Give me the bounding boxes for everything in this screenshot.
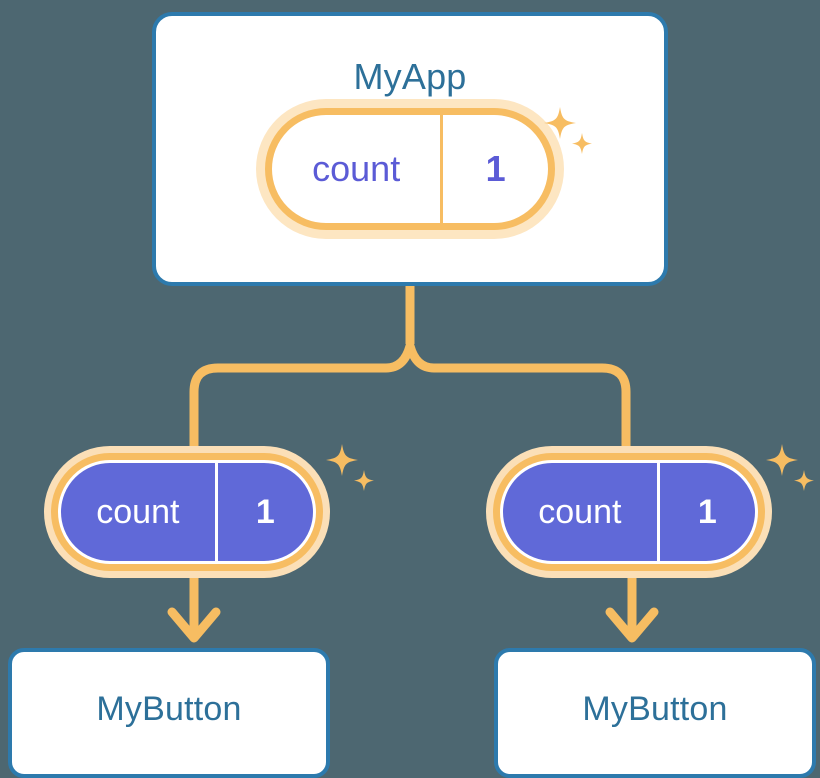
page-title: MyApp	[353, 56, 467, 97]
button-card-right[interactable]: MyButton	[494, 648, 816, 778]
state-pill-key: count	[538, 492, 622, 531]
sparkle-icon-right	[766, 444, 814, 491]
state-pill-value: 1	[485, 148, 506, 189]
connector-branches	[189, 341, 631, 479]
state-pill-divider	[214, 463, 218, 561]
state-pill-right[interactable]: count 1	[500, 460, 758, 564]
state-pill-divider	[440, 115, 444, 223]
state-pill-app[interactable]: count 1	[265, 108, 555, 230]
arrow-down-icon-right	[605, 607, 659, 643]
state-pill-left[interactable]: count 1	[58, 460, 316, 564]
button-card-left[interactable]: MyButton	[8, 648, 330, 778]
button-card-label: MyButton	[96, 689, 242, 728]
arrow-down-icon-left	[167, 607, 221, 643]
state-pill-value: 1	[255, 492, 275, 531]
state-pill-value: 1	[697, 492, 717, 531]
state-pill-key: count	[96, 492, 180, 531]
sparkle-icon-left	[326, 444, 374, 491]
button-card-label: MyButton	[582, 689, 728, 728]
state-pill-key: count	[312, 148, 401, 189]
state-pill-divider	[656, 463, 660, 561]
